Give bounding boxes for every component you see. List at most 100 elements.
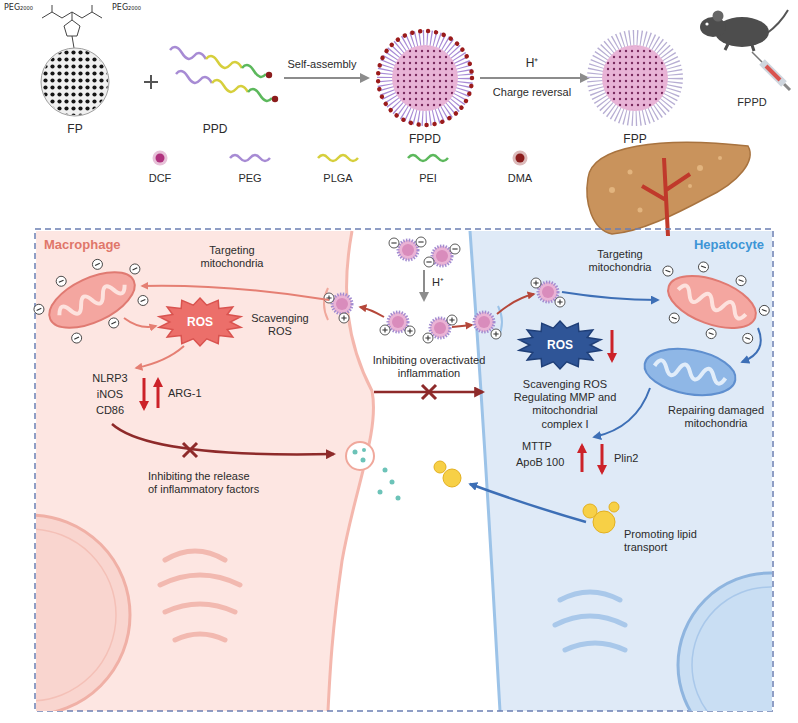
liver-illustration <box>718 156 722 160</box>
process-label: Scavenging ROS <box>244 312 316 338</box>
step-label: Self-assembly <box>287 58 356 71</box>
mitochondrion <box>55 275 68 288</box>
fppd-particle <box>393 46 457 110</box>
lipid-droplet <box>609 502 619 512</box>
nanoparticle <box>324 288 328 320</box>
nanoparticle <box>380 325 390 335</box>
endoplasmic-reticulum <box>165 551 225 560</box>
ppd-chains <box>170 47 206 59</box>
step-label: H⁺ <box>432 276 444 289</box>
mitochondrion <box>646 250 777 355</box>
legend-line-sample <box>318 155 358 161</box>
marker-label: CD86 <box>96 404 124 417</box>
block-cross <box>422 385 436 399</box>
legend-label: PEG <box>238 172 261 185</box>
fppd-particle <box>392 45 458 111</box>
lipid-droplet <box>434 461 461 487</box>
endoplasmic-reticulum <box>555 592 625 650</box>
flow-arrow <box>562 292 658 300</box>
syringe-illustration <box>752 52 790 90</box>
mitochondrion <box>641 342 739 401</box>
legend-swatch <box>156 154 165 163</box>
marker-label: ApoB 100 <box>516 456 564 469</box>
nanoparticle <box>555 297 565 307</box>
mitochondrion <box>668 312 681 325</box>
decrease-arrow <box>143 378 146 408</box>
vesicle <box>378 490 383 495</box>
legend-glow <box>513 151 528 166</box>
vesicle <box>346 442 401 501</box>
liver-illustration <box>638 208 643 213</box>
liver-illustration <box>688 184 692 188</box>
fpp-particle <box>602 45 668 111</box>
mitochondrion <box>758 304 771 317</box>
mitochondrion <box>26 244 159 356</box>
vesicle <box>361 458 366 463</box>
syringe-illustration <box>762 62 784 84</box>
process-arrow <box>480 77 588 79</box>
mitochondrion <box>697 261 710 274</box>
process-label: Targeting mitochondria <box>578 248 662 274</box>
fp-particle <box>41 48 109 116</box>
ros-burst: ROS <box>518 321 602 369</box>
nanoparticle <box>424 244 460 267</box>
mitochondrion <box>41 261 143 340</box>
nanoparticle <box>416 237 426 247</box>
lipid-droplet <box>583 504 597 518</box>
nanoparticle <box>474 306 502 339</box>
marker-label: NLRP3 <box>92 372 127 385</box>
mouse-illustration <box>766 10 788 34</box>
nucleus <box>692 587 772 711</box>
fp-particle <box>42 49 108 115</box>
mitochondrion <box>741 332 754 345</box>
legend-line-sample <box>230 155 270 161</box>
fppd-particle <box>378 31 472 125</box>
mitochondrion <box>641 342 739 401</box>
process-label: Inhibiting the release of inflammatory f… <box>148 470 260 496</box>
nanoparticle <box>531 278 541 288</box>
nanoparticle <box>339 313 349 323</box>
mouse-illustration <box>713 11 724 22</box>
injection-label: FPPD <box>737 96 766 109</box>
liver-illustration <box>609 187 615 193</box>
liver-illustration <box>587 142 750 236</box>
process-arrow <box>284 77 368 79</box>
fp-structure <box>42 5 102 48</box>
mitochondrion <box>128 262 141 275</box>
component-label: FPPD <box>409 132 441 146</box>
nanoparticle <box>405 326 415 336</box>
vesicle <box>346 442 374 470</box>
dashed-frame <box>35 229 773 711</box>
mitochondrion <box>661 266 763 339</box>
mouse-illustration <box>705 22 708 25</box>
vesicle <box>383 468 388 473</box>
nucleus <box>36 515 130 711</box>
nucleus <box>36 529 116 701</box>
mitochondrion <box>735 274 748 287</box>
blocked-arrow <box>112 424 334 454</box>
nanoparticle <box>491 329 501 339</box>
component-label: PPD <box>203 122 228 136</box>
legend-swatch <box>516 154 525 163</box>
liver-illustration <box>628 170 633 175</box>
fp-structure <box>52 5 92 12</box>
endoplasmic-reticulum <box>565 643 625 650</box>
nanoparticle <box>531 278 565 307</box>
nanoparticle <box>423 333 433 343</box>
nanoparticle <box>380 312 415 336</box>
nanoparticle <box>432 246 452 266</box>
process-arrow <box>423 270 425 300</box>
fp-structure <box>64 12 80 36</box>
mitochondrion <box>136 294 149 307</box>
ppd-chains <box>206 56 242 68</box>
fppd-particle <box>378 31 472 125</box>
endoplasmic-reticulum <box>560 592 620 600</box>
polymer-label: PEG₂₀₀₀ <box>4 3 33 13</box>
nucleus <box>36 515 130 711</box>
legend-label: PEI <box>419 172 437 185</box>
ros-burst-shape <box>159 298 241 346</box>
nanoparticle <box>447 315 457 325</box>
fpp-particle <box>595 38 675 118</box>
nanoparticle <box>450 244 460 254</box>
flow-arrow <box>360 307 384 317</box>
